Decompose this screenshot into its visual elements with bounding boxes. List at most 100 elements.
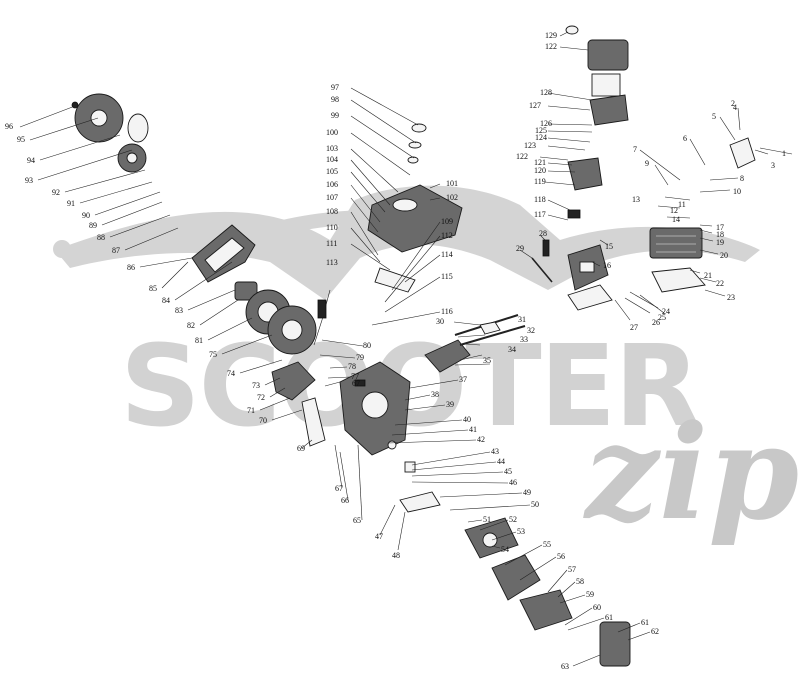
part-number: 92 — [52, 188, 60, 197]
watermark-brand-text: SCOOTER — [120, 322, 698, 452]
governor-arm-icon — [399, 491, 441, 513]
part-number: 88 — [97, 233, 105, 242]
part-number: 67 — [352, 379, 360, 388]
part-number: 84 — [162, 296, 170, 305]
part-number: 2 — [731, 99, 735, 108]
part-number: 20 — [720, 251, 728, 260]
part-number: 122 — [516, 152, 528, 161]
part-number: 77 — [351, 372, 359, 381]
part-number: 129 — [545, 31, 557, 40]
part-number: 85 — [149, 284, 157, 293]
part-number: 24 — [662, 307, 670, 316]
part-number: 28 — [539, 229, 547, 238]
part-number: 119 — [534, 177, 546, 186]
part-number: 49 — [523, 488, 531, 497]
head-gasket-icon — [567, 284, 613, 311]
part-number: 34 — [508, 345, 516, 354]
part-number: 45 — [504, 467, 512, 476]
ignition-coil-icon — [271, 361, 316, 401]
part-number: 95 — [17, 135, 25, 144]
part-number: 75 — [209, 350, 217, 359]
part-number: 110 — [326, 223, 338, 232]
part-number: 125 — [535, 126, 547, 135]
part-number: 23 — [727, 293, 735, 302]
side-plate-icon — [301, 397, 326, 447]
part-number: 56 — [557, 552, 565, 561]
part-number: 42 — [477, 435, 485, 444]
part-number: 26 — [652, 318, 660, 327]
part-number: 27 — [630, 323, 638, 332]
part-number: 79 — [356, 353, 364, 362]
part-number: 30 — [436, 317, 444, 326]
carburetor-icon — [567, 157, 603, 191]
air-filter-cover-icon — [587, 39, 629, 71]
part-number: 121 — [534, 158, 546, 167]
part-number: 87 — [112, 246, 120, 255]
part-number: 3 — [771, 161, 775, 170]
part-number: 82 — [187, 321, 195, 330]
part-number: 65 — [353, 516, 361, 525]
part-number: 55 — [543, 540, 551, 549]
part-number: 101 — [446, 179, 458, 188]
part-number: 99 — [331, 111, 339, 120]
part-number: 83 — [175, 306, 183, 315]
part-number: 120 — [534, 166, 546, 175]
part-number: 122 — [545, 42, 557, 51]
part-number: 104 — [326, 155, 338, 164]
part-number: 13 — [632, 195, 640, 204]
part-number: 43 — [491, 447, 499, 456]
part-number: 118 — [534, 195, 546, 204]
part-number: 126 — [540, 119, 552, 128]
part-number: 19 — [716, 238, 724, 247]
part-number: 61 — [641, 618, 649, 627]
bracket-icon — [374, 267, 416, 293]
part-number: 78 — [348, 362, 356, 371]
part-number: 33 — [520, 335, 528, 344]
part-number: 72 — [257, 393, 265, 402]
part-number: 73 — [252, 381, 260, 390]
part-number: 44 — [497, 457, 505, 466]
part-callouts: 96 95 94 93 92 91 90 89 88 87 86 85 84 8… — [5, 31, 786, 671]
crankcase-cover-icon — [491, 554, 541, 601]
part-number: 47 — [375, 532, 383, 541]
part-number: 4 — [733, 103, 737, 112]
part-number: 25 — [658, 313, 666, 322]
part-number: 115 — [441, 272, 453, 281]
oil-sensor-housing-icon — [599, 621, 631, 667]
part-number: 39 — [446, 400, 454, 409]
part-number: 113 — [326, 258, 338, 267]
air-filter-base-icon — [589, 94, 629, 126]
part-number: 89 — [89, 221, 97, 230]
part-number: 128 — [540, 88, 552, 97]
part-number: 71 — [247, 406, 255, 415]
part-number: 6 — [683, 134, 687, 143]
muffler-guard-icon — [651, 267, 706, 293]
part-drawings — [71, 25, 756, 667]
part-number: 107 — [326, 193, 338, 202]
watermark-script-text: zip — [583, 396, 799, 549]
muffler-icon — [649, 227, 703, 259]
part-number: 58 — [576, 577, 584, 586]
part-number: 11 — [678, 200, 686, 209]
part-number: 32 — [527, 326, 535, 335]
part-number: 37 — [459, 375, 467, 384]
part-number: 15 — [605, 242, 613, 251]
part-number: 14 — [672, 215, 680, 224]
intake-manifold-icon — [424, 339, 471, 373]
part-number: 52 — [509, 515, 517, 524]
part-number: 74 — [227, 369, 235, 378]
part-number: 109 — [441, 217, 453, 226]
part-number: 106 — [326, 180, 338, 189]
part-number: 46 — [509, 478, 517, 487]
part-number: 21 — [704, 271, 712, 280]
part-number: 98 — [331, 95, 339, 104]
fuel-tank-icon — [367, 184, 463, 253]
part-number: 40 — [463, 415, 471, 424]
part-number: 70 — [259, 416, 267, 425]
part-number: 16 — [603, 261, 611, 270]
exhaust-plate-icon — [729, 137, 756, 169]
part-number: 86 — [127, 263, 135, 272]
part-number: 59 — [586, 590, 594, 599]
oil-pan-icon — [519, 589, 573, 631]
